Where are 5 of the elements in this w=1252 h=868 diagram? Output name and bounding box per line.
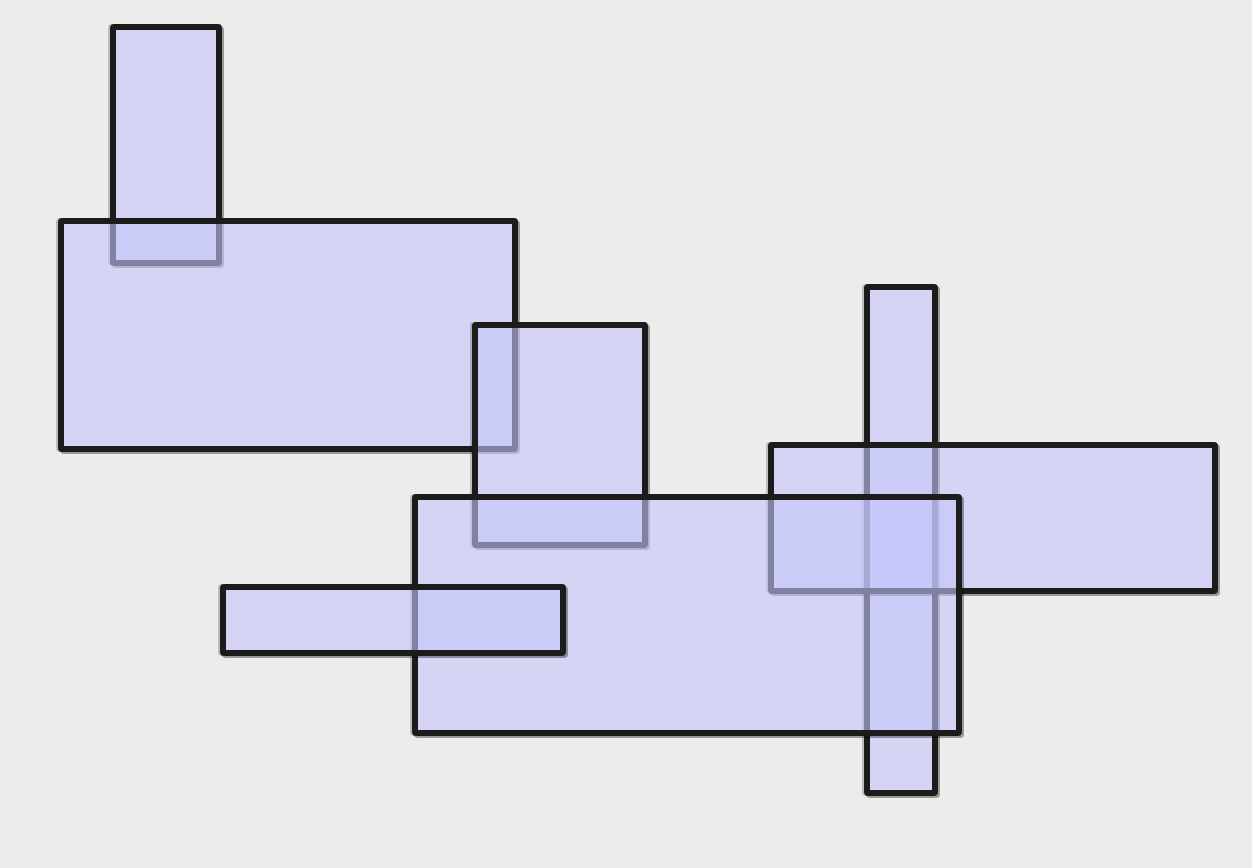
outlined-rectangle xyxy=(58,218,518,452)
outlined-rectangle xyxy=(412,494,962,736)
outlined-rectangle xyxy=(768,442,1218,594)
outlined-rectangle xyxy=(220,584,566,656)
outlined-rectangle xyxy=(864,284,938,796)
